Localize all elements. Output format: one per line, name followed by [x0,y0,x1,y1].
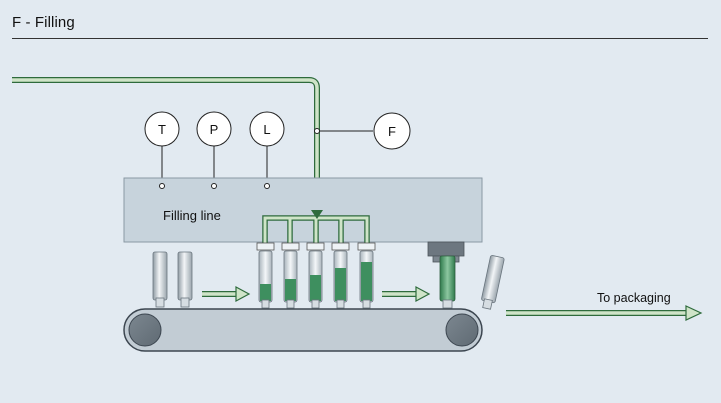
filling-machine-body [123,177,483,243]
page-title: F - Filling [12,14,75,31]
supply-pipe [12,77,320,216]
flow-arrow-to-sealing [382,285,431,303]
flow-gauge: F [373,112,411,150]
sensor-points [159,128,320,189]
to-packaging-label: To packaging [597,291,671,305]
svg-text:L: L [263,122,270,137]
title-divider [12,38,708,39]
filling-nozzles [256,242,376,251]
output-arrow [506,305,703,321]
temperature-gauge: T [144,111,180,147]
sealed-tube [481,255,505,310]
level-gauge: L [249,111,285,147]
distribution-manifold [262,210,370,244]
pressure-gauge: P [196,111,232,147]
empty-tubes [152,251,193,308]
flow-arrow-to-filling [202,285,251,303]
sealing-station [427,241,465,309]
conveyor-belt [123,308,483,352]
svg-text:T: T [158,122,166,137]
filling-line-label: Filling line [163,208,221,223]
svg-text:F: F [388,124,396,139]
svg-text:P: P [210,122,219,137]
tubes-being-filled [258,250,374,309]
